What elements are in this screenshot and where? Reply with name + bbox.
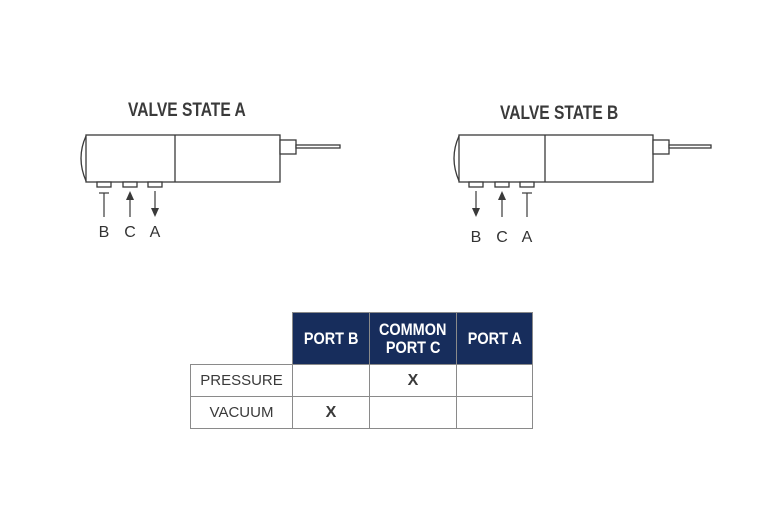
valve-state-b-title: VALVE STATE B <box>500 103 619 124</box>
valve-a-label-b: B <box>99 224 110 241</box>
pressure-port-a-cell <box>456 364 533 397</box>
valve-a-ports <box>99 191 159 217</box>
valve-b-label-a: A <box>522 229 533 246</box>
valve-b-port-a-nub <box>519 181 535 188</box>
valve-b-label-b: B <box>471 229 482 246</box>
valve-a-port-b-nub <box>96 181 112 188</box>
valve-a-body <box>80 134 341 188</box>
valve-a-port-c-nub <box>122 181 138 188</box>
valve-a-label-a: A <box>150 224 161 241</box>
valve-a-label-c: C <box>124 224 136 241</box>
header-port-c-text: PORT C <box>385 337 441 357</box>
header-port-b: PORT B <box>292 312 370 365</box>
header-port-b-text: PORT B <box>303 328 359 348</box>
row-label-vacuum: VACUUM <box>190 396 293 429</box>
row-label-pressure: PRESSURE <box>190 364 293 397</box>
valve-a-port-c-arrow-up <box>126 191 134 217</box>
valve-b-port-a-blocked <box>522 192 532 217</box>
valve-b-port-b-arrow-down <box>472 191 480 217</box>
valve-a-port-a-nub <box>147 181 163 188</box>
pressure-port-c-cell: X <box>369 364 457 397</box>
valve-b-port-c-arrow-up <box>498 191 506 217</box>
header-port-a: PORT A <box>456 312 533 365</box>
valve-diagrams: B C A B C A <box>80 134 712 246</box>
valve-b-ports <box>472 191 532 217</box>
table-row: PRESSURE X <box>190 364 533 397</box>
vacuum-port-b-cell: X <box>292 396 370 429</box>
valve-b-body <box>453 134 712 188</box>
valve-b-port-b-nub <box>468 181 484 188</box>
vacuum-port-c-cell <box>369 396 457 429</box>
valve-a-port-a-arrow-down <box>151 191 159 217</box>
table-row: VACUUM X <box>190 396 533 429</box>
vacuum-port-a-cell <box>456 396 533 429</box>
valve-b-port-c-nub <box>494 181 510 188</box>
header-port-a-text: PORT A <box>467 328 522 348</box>
table-corner <box>191 313 293 365</box>
header-common-text: COMMON <box>379 319 447 339</box>
valve-state-a-title: VALVE STATE A <box>128 100 246 121</box>
pressure-port-b-cell <box>292 364 370 397</box>
valve-b-label-c: C <box>496 229 508 246</box>
valve-a-port-b-blocked <box>99 192 109 217</box>
